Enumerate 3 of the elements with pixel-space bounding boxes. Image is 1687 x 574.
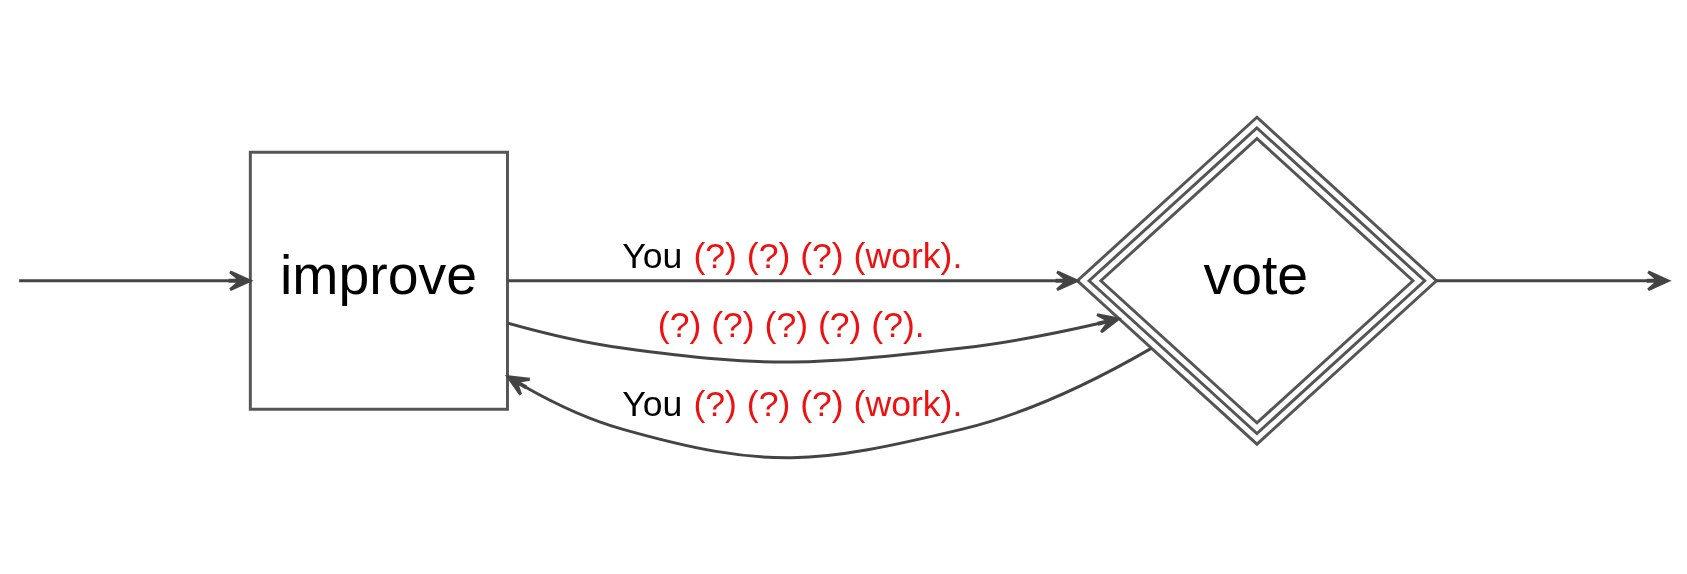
edge-label: (?) (?) (?) (?) (?). [657,304,925,345]
edge-label: You (?) (?) (?) (work). [622,383,963,424]
edge-label: You (?) (?) (?) (work). [622,235,963,276]
